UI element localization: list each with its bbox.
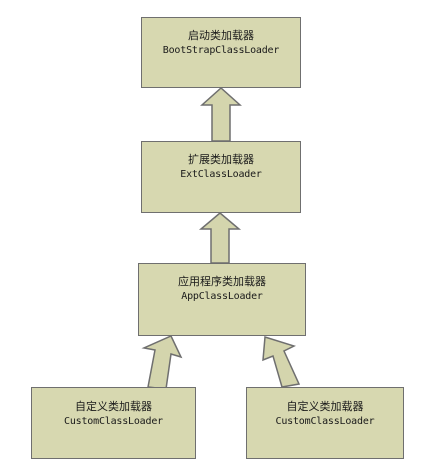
node-title: 扩展类加载器: [188, 153, 254, 166]
node-app-classloader: 应用程序类加载器 AppClassLoader: [138, 263, 306, 336]
node-title: 自定义类加载器: [75, 400, 152, 413]
arrow-ext-to-bootstrap: [200, 86, 242, 142]
node-class-name: CustomClassLoader: [275, 416, 375, 427]
node-title: 启动类加载器: [188, 29, 254, 42]
node-ext-classloader: 扩展类加载器 ExtClassLoader: [141, 141, 301, 213]
arrow-app-to-ext: [198, 212, 242, 264]
node-custom-classloader-left: 自定义类加载器 CustomClassLoader: [31, 387, 196, 459]
node-class-name: ExtClassLoader: [180, 169, 262, 180]
arrow-custom1-to-app: [141, 335, 183, 390]
node-class-name: AppClassLoader: [181, 291, 263, 302]
node-class-name: CustomClassLoader: [64, 416, 163, 427]
arrow-custom2-to-app: [262, 336, 301, 388]
node-title: 应用程序类加载器: [178, 275, 266, 288]
node-custom-classloader-right: 自定义类加载器 CustomClassLoader: [246, 387, 404, 459]
node-title: 自定义类加载器: [286, 400, 364, 413]
node-class-name: BootStrapClassLoader: [162, 45, 280, 56]
node-bootstrap-classloader: 启动类加载器 BootStrapClassLoader: [141, 17, 301, 88]
